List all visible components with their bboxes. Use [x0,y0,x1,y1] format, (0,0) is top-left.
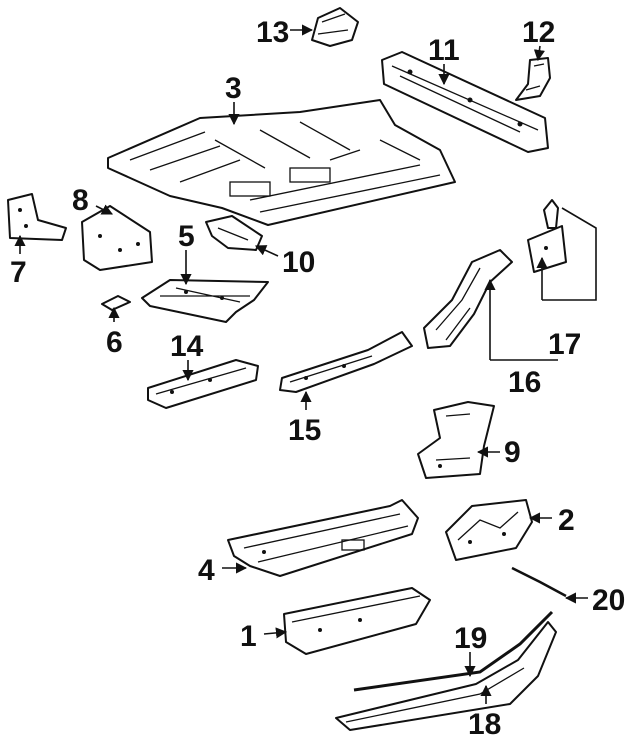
part-15-rail [279,331,413,393]
leader-17-bracket [542,207,597,301]
callout-2: 2 [558,504,575,537]
callout-14: 14 [170,330,204,363]
part-8-bracket [81,205,153,271]
callout-8: 8 [72,184,89,217]
callout-16: 16 [508,366,541,399]
callout-1: 1 [240,620,257,653]
part-4-floor-section [227,499,419,577]
callout-7: 7 [10,256,27,289]
part-19-moulding [353,610,554,692]
part-16-rail [423,249,513,349]
callout-labels: 13 12 11 3 8 7 5 10 6 14 15 16 17 9 2 4 … [10,16,625,741]
callout-18: 18 [468,708,501,741]
part-6-clip [101,295,131,311]
part-12-bracket [515,57,551,101]
leader-lines [14,24,597,704]
part-9-panel [417,401,495,479]
leader-8 [95,204,114,215]
part-5-crossmember [141,279,269,323]
callout-4: 4 [198,554,215,587]
callout-19: 19 [454,622,487,655]
part-11-crossmember [381,51,549,153]
callout-17: 17 [548,328,581,361]
leader-12 [533,45,545,62]
callout-20: 20 [592,584,625,617]
callout-11: 11 [428,34,460,67]
part-13-bracket [311,7,359,47]
callout-15: 15 [288,414,321,447]
callout-6: 6 [106,326,123,359]
part-1-rocker [283,587,431,655]
part-10-plate [205,215,263,251]
callout-10: 10 [282,246,315,279]
part-17-bracket [527,199,567,273]
callout-3: 3 [225,72,242,105]
leader-1 [263,627,288,639]
callout-5: 5 [178,220,195,253]
callout-12: 12 [522,16,555,49]
part-14-rail [147,359,259,409]
callout-13: 13 [256,16,289,49]
part-20-rod [511,566,567,598]
callout-9: 9 [504,436,521,469]
leader-10 [254,245,279,257]
part-7-bracket [7,193,67,241]
part-2-plate [445,499,533,561]
part-18-sill [335,621,557,731]
part-3-floor-pan [107,99,456,226]
